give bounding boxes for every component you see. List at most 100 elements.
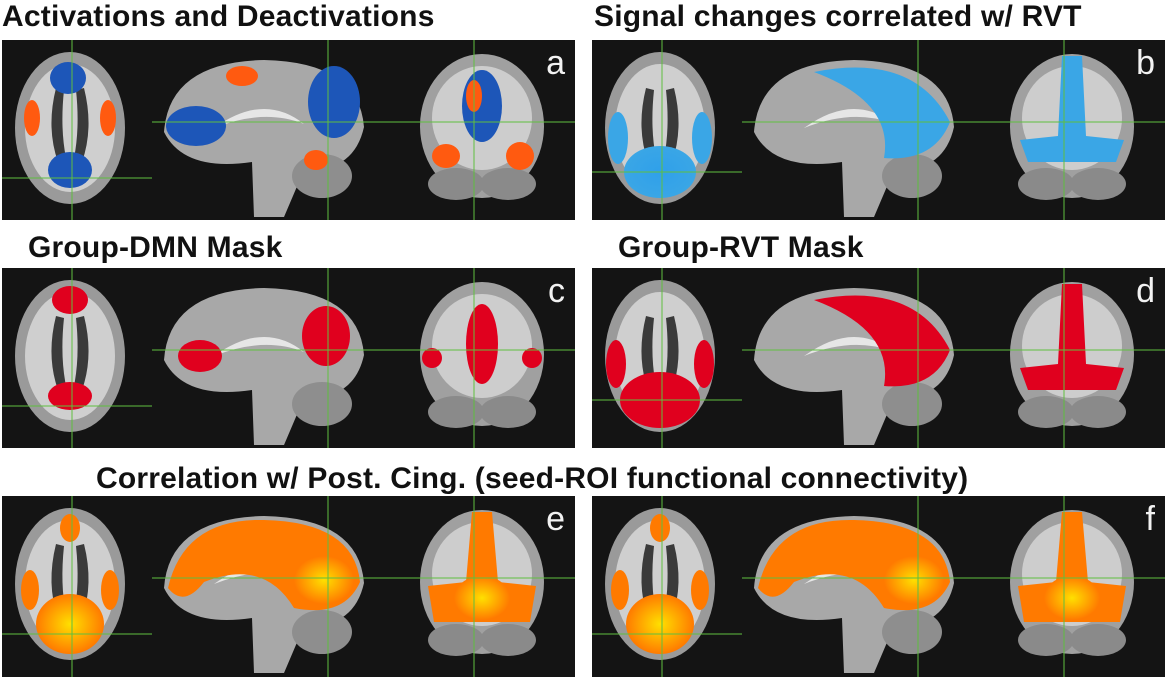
- crosshair-lines: [592, 268, 1165, 448]
- axial-ventricle-left: [641, 88, 656, 162]
- panel-letter-e: e: [546, 500, 565, 538]
- brain-slices-svg: [592, 496, 1165, 677]
- mask-blob: [606, 340, 626, 388]
- axial-slice: [15, 280, 125, 432]
- panel-d-rvt-mask: d: [592, 268, 1165, 448]
- mask-blob: [178, 340, 222, 372]
- coronal-cerebellum-right: [1070, 168, 1126, 200]
- coronal-cerebellum-left: [1018, 624, 1074, 656]
- axial-ventricle-left: [641, 316, 656, 390]
- coronal-cerebellum-right: [480, 624, 536, 656]
- sagittal-corpus-callosum: [804, 108, 894, 128]
- correlation-blob: [650, 514, 670, 542]
- brain-slices-svg: [2, 496, 575, 677]
- correlation-blob: [611, 570, 629, 610]
- mask-blob: [694, 340, 714, 388]
- correlation-blob: [1044, 576, 1100, 620]
- activation-overlay: [611, 512, 1126, 654]
- coronal-cerebellum-right: [1070, 624, 1126, 656]
- activation-blob: [432, 144, 460, 168]
- sagittal-cerebellum: [882, 154, 942, 198]
- sagittal-cerebellum: [882, 382, 942, 426]
- crosshair-lines: [2, 40, 575, 220]
- correlation-blob: [21, 570, 39, 610]
- crosshair-lines: [2, 496, 575, 677]
- coronal-cerebellum-left: [1018, 396, 1074, 428]
- mask-blob: [814, 295, 950, 387]
- panel-b-rvt-signal: b: [592, 40, 1165, 220]
- deactivation-blob: [308, 66, 360, 138]
- activation-overlay: [21, 512, 536, 654]
- rvt-blob: [692, 112, 712, 164]
- sagittal-cerebellum: [292, 382, 352, 426]
- title-rvt-signal: Signal changes correlated w/ RVT: [594, 0, 1082, 33]
- activation-blob: [506, 142, 534, 170]
- coronal-cerebellum-left: [1018, 168, 1074, 200]
- panel-letter-b: b: [1136, 44, 1155, 82]
- coronal-cerebellum-left: [428, 168, 484, 200]
- panel-f-correlation: f: [592, 496, 1165, 677]
- coronal-cerebellum-left: [428, 624, 484, 656]
- brain-slices-svg: [592, 268, 1165, 448]
- brain-slices-svg: [2, 40, 575, 220]
- correlation-blob: [36, 594, 104, 654]
- deactivation-blob: [48, 152, 92, 188]
- axial-ventricle-left: [51, 316, 66, 390]
- axial-ventricle-right: [74, 88, 89, 162]
- mask-blob: [466, 304, 498, 384]
- activation-overlay: [608, 56, 1124, 198]
- deactivation-blob: [50, 62, 86, 94]
- correlation-blob: [454, 576, 510, 620]
- panel-letter-a: a: [546, 44, 565, 82]
- axial-white-matter: [25, 292, 115, 420]
- crosshair-lines: [2, 268, 575, 448]
- panel-e-correlation: e: [2, 496, 575, 677]
- rvt-blob: [814, 67, 950, 159]
- sagittal-cerebellum: [882, 610, 942, 654]
- correlation-blob: [626, 594, 694, 654]
- rvt-blob: [1020, 56, 1124, 162]
- axial-white-matter: [25, 64, 115, 192]
- activation-overlay: [24, 62, 534, 188]
- activation-blob: [24, 100, 40, 136]
- panel-letter-c: c: [548, 272, 565, 310]
- coronal-cerebellum-right: [1070, 396, 1126, 428]
- title-correlation: Correlation w/ Post. Cing. (seed-ROI fun…: [96, 462, 969, 495]
- mask-blob: [1020, 284, 1124, 390]
- title-activations: Activations and Deactivations: [2, 0, 435, 33]
- sagittal-corpus-callosum: [214, 108, 304, 128]
- panel-letter-d: d: [1136, 272, 1155, 310]
- sagittal-cerebellum: [292, 610, 352, 654]
- correlation-blob: [101, 570, 119, 610]
- brain-slices-svg: [592, 40, 1165, 220]
- axial-ventricle-right: [74, 316, 89, 390]
- activation-blob: [100, 100, 116, 136]
- crosshair-lines: [592, 496, 1165, 677]
- correlation-blob: [884, 556, 944, 604]
- mask-blob: [52, 286, 88, 314]
- activation-blob: [304, 150, 328, 170]
- panel-a-activations: a: [2, 40, 575, 220]
- activation-blob: [226, 66, 258, 86]
- correlation-blob: [60, 514, 80, 542]
- coronal-cerebellum-left: [428, 396, 484, 428]
- axial-ventricle-right: [664, 88, 679, 162]
- axial-ventricle-right: [664, 316, 679, 390]
- title-rvt-mask: Group-RVT Mask: [618, 231, 864, 264]
- panel-c-dmn-mask: c: [2, 268, 575, 448]
- mask-blob: [302, 306, 350, 366]
- coronal-cerebellum-right: [480, 396, 536, 428]
- crosshair-lines: [592, 40, 1165, 220]
- correlation-blob: [294, 556, 354, 604]
- correlation-blob: [691, 570, 709, 610]
- sagittal-corpus-callosum: [804, 336, 894, 356]
- title-dmn-mask: Group-DMN Mask: [28, 231, 283, 264]
- coronal-cerebellum-right: [480, 168, 536, 200]
- mask-blob: [48, 382, 92, 410]
- sagittal-corpus-callosum: [214, 336, 304, 356]
- deactivation-blob: [166, 106, 226, 146]
- axial-slice: [15, 52, 125, 204]
- axial-ventricle-left: [51, 88, 66, 162]
- rvt-blob: [608, 112, 628, 164]
- brain-slices-svg: [2, 268, 575, 448]
